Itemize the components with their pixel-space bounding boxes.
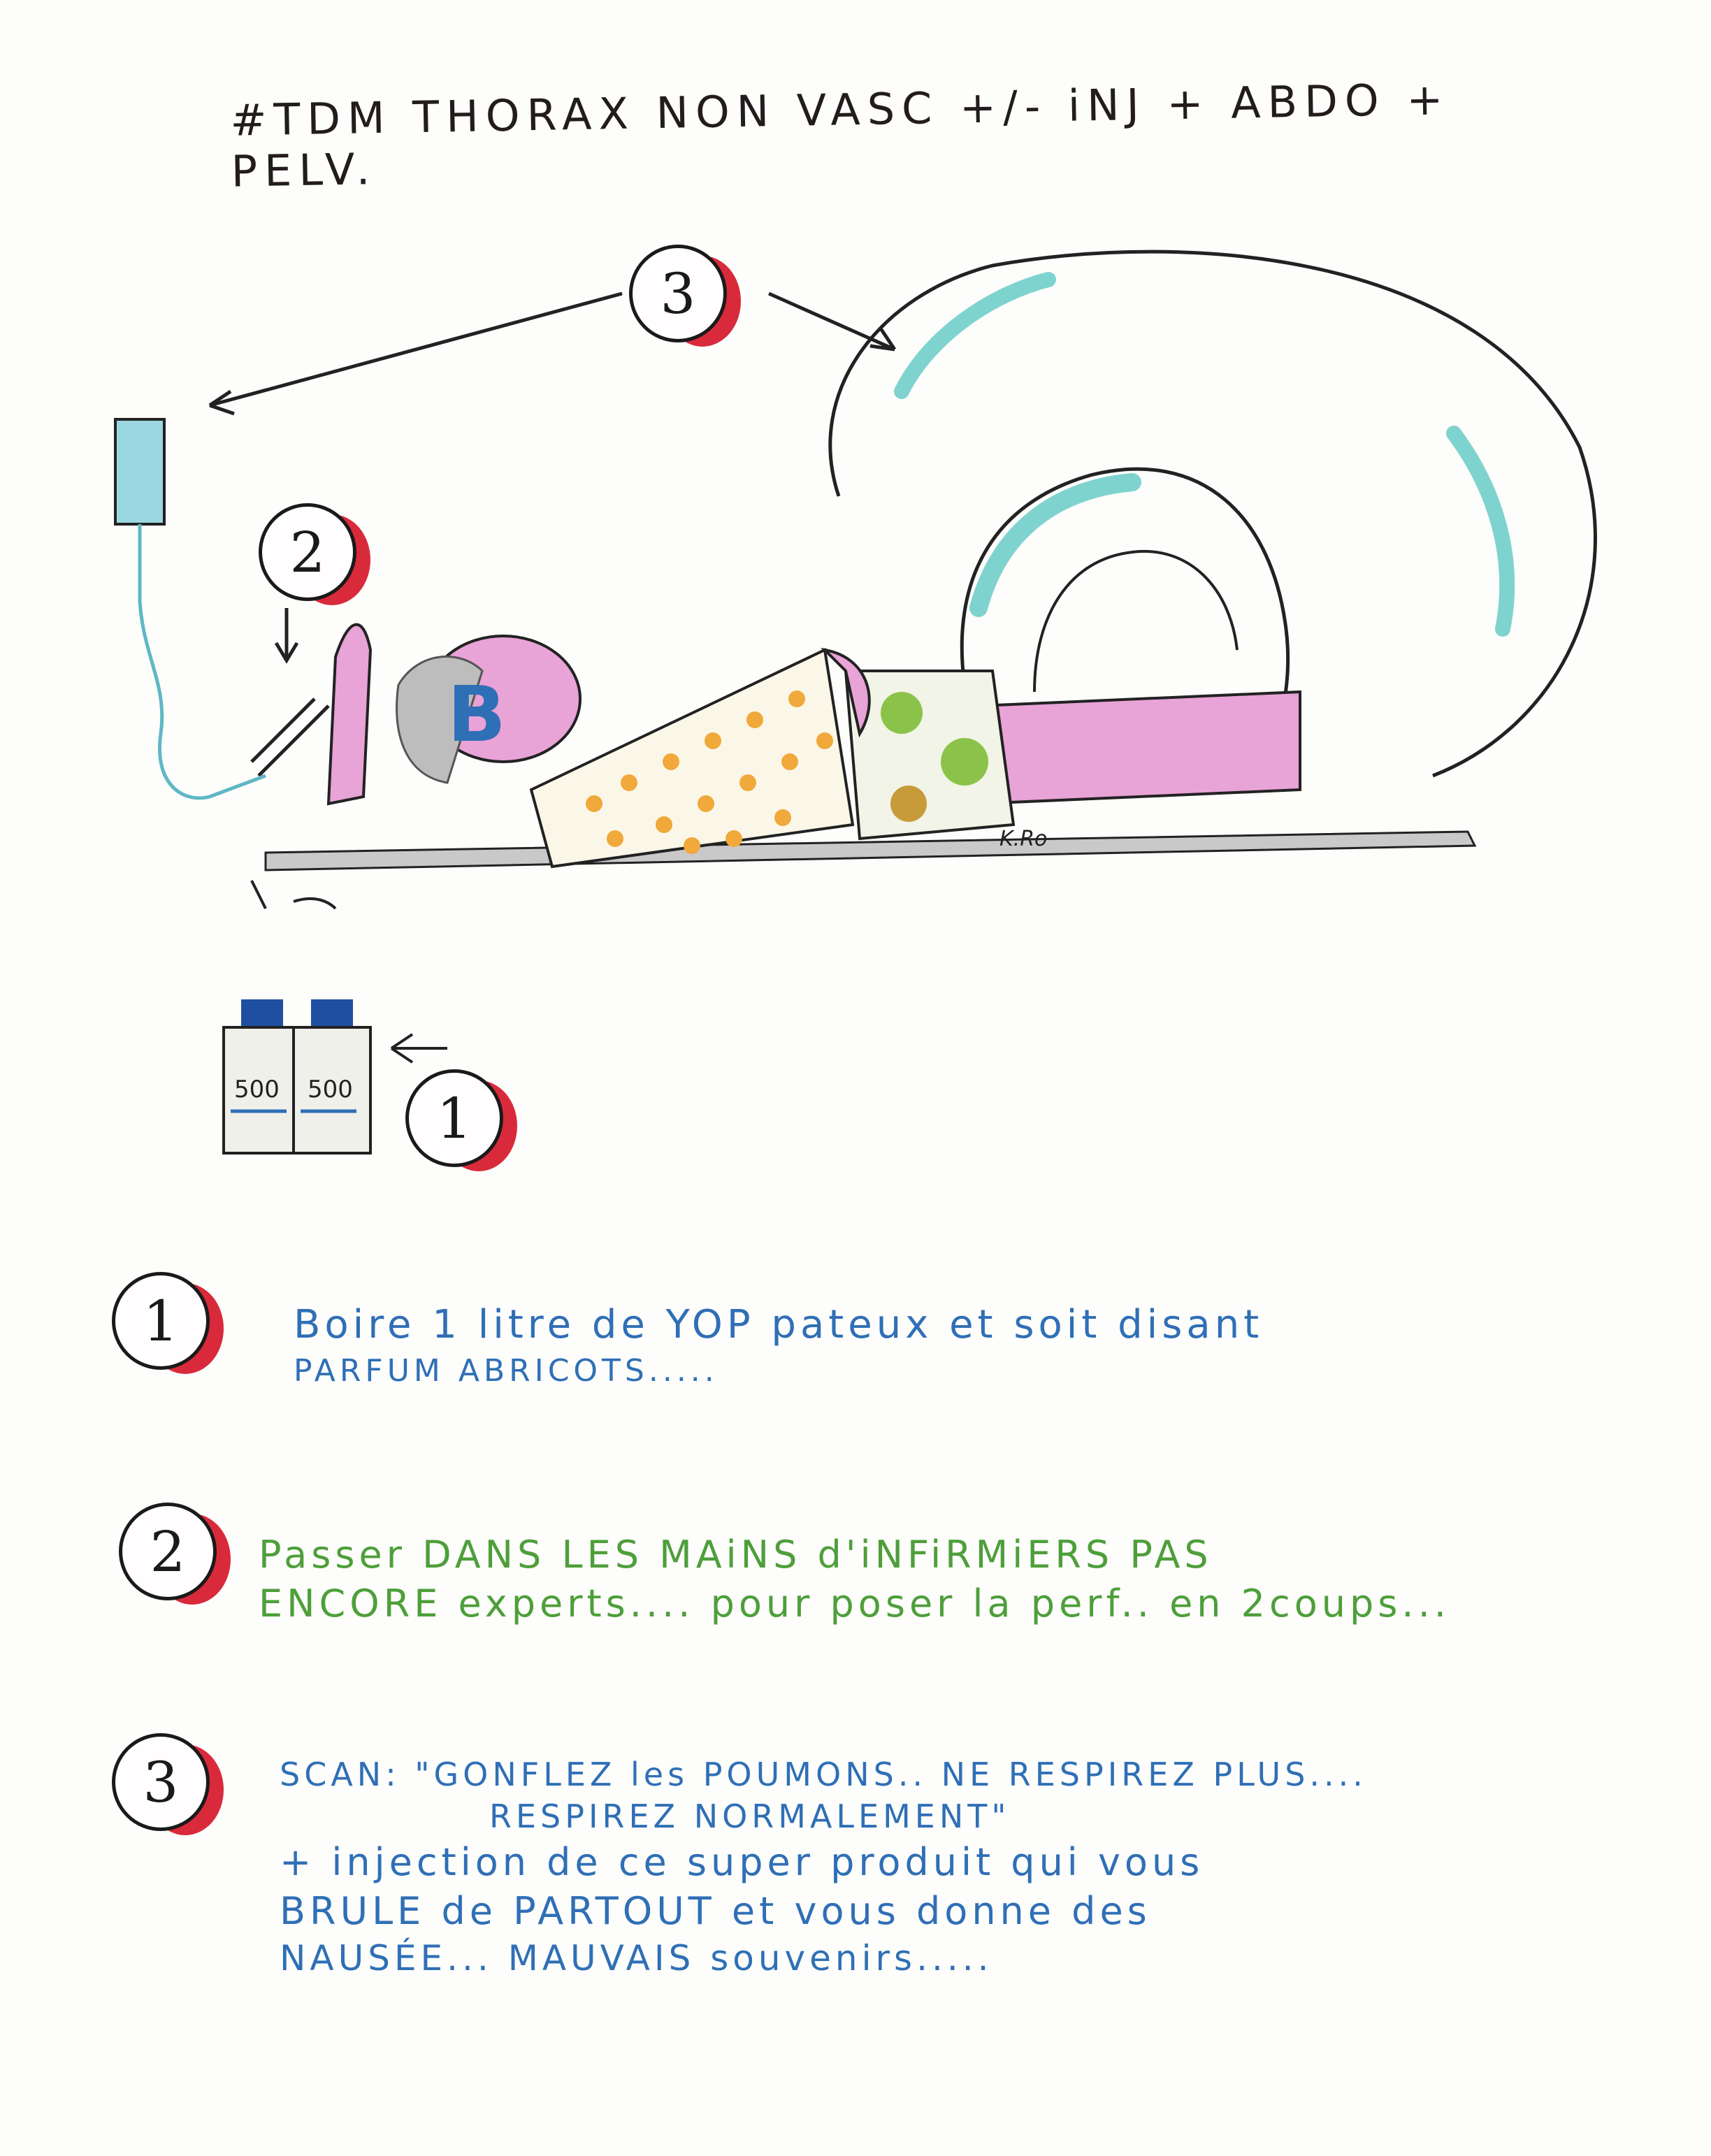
scene-marker-2: 2 xyxy=(259,503,370,608)
scene-marker-1: 1 xyxy=(405,1069,517,1174)
note-2: Passer DANS LES MAiNS d'iNFiRMiERS PAS E… xyxy=(259,1531,1450,1628)
ct-scanner-icon xyxy=(828,249,1597,778)
scene-marker-3: 3 xyxy=(629,245,741,349)
note-1: Boire 1 litre de YOP pateux et soit disa… xyxy=(294,1300,1263,1391)
note-1-line-1: Boire 1 litre de YOP pateux et soit disa… xyxy=(294,1302,1264,1347)
svg-text:500: 500 xyxy=(234,1076,280,1104)
note-3-line-3: + injection de ce super produit qui vous xyxy=(280,1839,1204,1884)
ct-scan-illustration: B K.Ro 500 500 xyxy=(114,249,1597,1155)
note-3-line-2: RESPIREZ NORMALEMENT" xyxy=(489,1797,1011,1835)
note-1-badge: 1 xyxy=(112,1272,224,1377)
artist-signature: K.Ro xyxy=(999,827,1047,851)
note-1-line-2: PARFUM ABRICOTS..... xyxy=(294,1352,719,1389)
note-3-badge: 3 xyxy=(112,1733,224,1838)
drink-bottles-icon: 500 500 xyxy=(222,999,447,1155)
patient-figure: B xyxy=(250,623,1301,869)
note-3-line-1: SCAN: "GONFLEZ les POUMONS.. NE RESPIREZ… xyxy=(280,1756,1367,1793)
note-3: SCAN: "GONFLEZ les POUMONS.. NE RESPIREZ… xyxy=(280,1754,1367,1981)
note-2-line-2: ENCORE experts.... pour poser la perf.. … xyxy=(259,1582,1450,1626)
svg-text:500: 500 xyxy=(308,1076,353,1104)
note-3-line-4: BRULE de PARTOUT et vous donne des xyxy=(280,1888,1151,1933)
note-3-line-5: NAUSÉE... MAUVAIS souvenirs..... xyxy=(280,1937,993,1978)
svg-text:B: B xyxy=(447,670,506,759)
iv-bag-icon xyxy=(114,418,266,800)
note-2-line-1: Passer DANS LES MAiNS d'iNFiRMiERS PAS xyxy=(259,1533,1213,1577)
note-2-badge: 2 xyxy=(119,1503,231,1607)
